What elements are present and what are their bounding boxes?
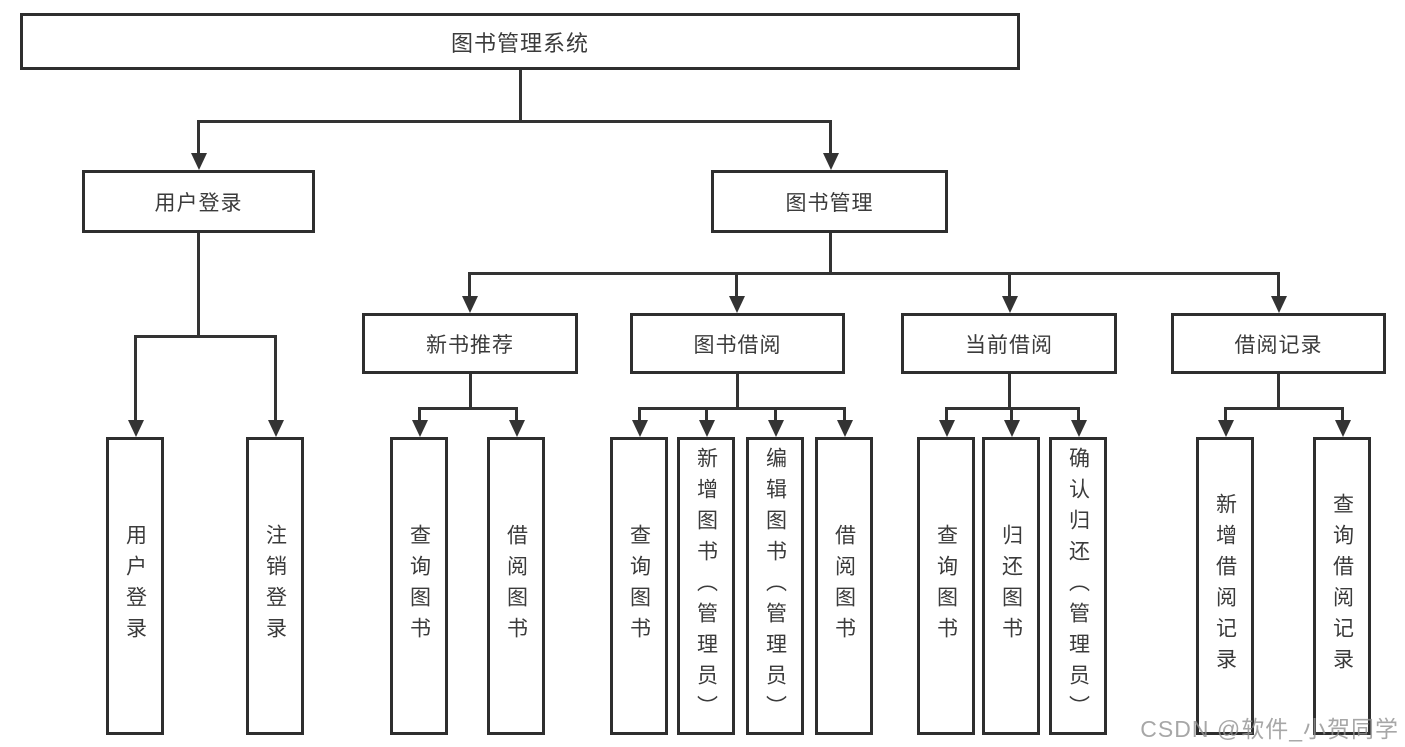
connector-line xyxy=(736,374,739,407)
connector-line xyxy=(1277,374,1280,407)
leaf-label: 编辑图书（管理员） xyxy=(763,446,787,726)
node-label: 当前借阅 xyxy=(965,333,1053,357)
node-borrow-records: 借阅记录 xyxy=(1171,313,1386,374)
leaf-query-books-current: 查询图书 xyxy=(917,437,975,735)
leaf-query-books-recommend: 查询图书 xyxy=(390,437,448,735)
connector-line xyxy=(418,407,518,410)
leaf-return-books: 归还图书 xyxy=(982,437,1040,735)
leaf-borrow-books-borrow: 借阅图书 xyxy=(815,437,873,735)
leaf-label: 查询借阅记录 xyxy=(1330,493,1354,679)
connector-line xyxy=(134,335,277,338)
leaf-label: 借阅图书 xyxy=(504,524,528,648)
leaf-logout: 注销登录 xyxy=(246,437,304,735)
connector-line xyxy=(638,407,846,410)
node-user-login: 用户登录 xyxy=(82,170,315,233)
node-book-management: 图书管理 xyxy=(711,170,948,233)
leaf-label: 新增借阅记录 xyxy=(1213,493,1237,679)
connector-line xyxy=(197,233,200,335)
node-book-borrow: 图书借阅 xyxy=(630,313,845,374)
leaf-label: 借阅图书 xyxy=(832,524,856,648)
connector-line xyxy=(468,272,1280,275)
leaf-confirm-return-admin: 确认归还（管理员） xyxy=(1049,437,1107,735)
connector-arrow xyxy=(1010,407,1013,420)
connector-arrow xyxy=(1341,407,1344,420)
node-label: 用户登录 xyxy=(154,191,243,215)
connector-arrow xyxy=(1224,407,1227,420)
connector-arrow xyxy=(829,120,832,153)
connector-arrow xyxy=(418,407,421,420)
node-label: 图书管理 xyxy=(785,191,874,215)
leaf-label: 确认归还（管理员） xyxy=(1066,446,1090,726)
connector-arrow xyxy=(1077,407,1080,420)
connector-arrow xyxy=(468,272,471,296)
connector-arrow xyxy=(197,120,200,153)
leaf-label: 查询图书 xyxy=(627,524,651,648)
node-new-book-recommend: 新书推荐 xyxy=(362,313,578,374)
connector-arrow xyxy=(1277,272,1280,296)
connector-arrow xyxy=(774,407,777,420)
leaf-label: 新增图书（管理员） xyxy=(694,446,718,726)
connector-arrow xyxy=(638,407,641,420)
connector-arrow xyxy=(735,272,738,296)
leaf-label: 查询图书 xyxy=(407,524,431,648)
connector-line xyxy=(519,70,522,120)
leaf-query-books-borrow: 查询图书 xyxy=(610,437,668,735)
connector-arrow xyxy=(1008,272,1011,296)
node-label: 新书推荐 xyxy=(426,333,514,357)
leaf-add-borrow-record: 新增借阅记录 xyxy=(1196,437,1254,735)
node-label: 图书管理系统 xyxy=(450,30,589,56)
node-current-borrow: 当前借阅 xyxy=(901,313,1117,374)
connector-line xyxy=(829,233,832,272)
leaf-label: 注销登录 xyxy=(263,524,287,648)
leaf-query-borrow-record: 查询借阅记录 xyxy=(1313,437,1371,735)
connector-arrow xyxy=(134,335,137,420)
leaf-add-books-admin: 新增图书（管理员） xyxy=(677,437,735,735)
connector-arrow xyxy=(274,335,277,420)
connector-arrow xyxy=(705,407,708,420)
leaf-label: 用户登录 xyxy=(123,524,147,648)
connector-arrow xyxy=(515,407,518,420)
connector-arrow xyxy=(843,407,846,420)
connector-line xyxy=(1008,374,1011,407)
connector-line xyxy=(469,374,472,407)
leaf-borrow-books-recommend: 借阅图书 xyxy=(487,437,545,735)
connector-line xyxy=(1224,407,1344,410)
leaf-label: 归还图书 xyxy=(999,524,1023,648)
connector-line xyxy=(197,120,832,123)
node-label: 图书借阅 xyxy=(693,333,782,357)
node-label: 借阅记录 xyxy=(1234,333,1323,357)
leaf-user-login: 用户登录 xyxy=(106,437,164,735)
node-library-system: 图书管理系统 xyxy=(20,13,1020,70)
leaf-edit-books-admin: 编辑图书（管理员） xyxy=(746,437,804,735)
leaf-label: 查询图书 xyxy=(934,524,958,648)
connector-arrow xyxy=(945,407,948,420)
